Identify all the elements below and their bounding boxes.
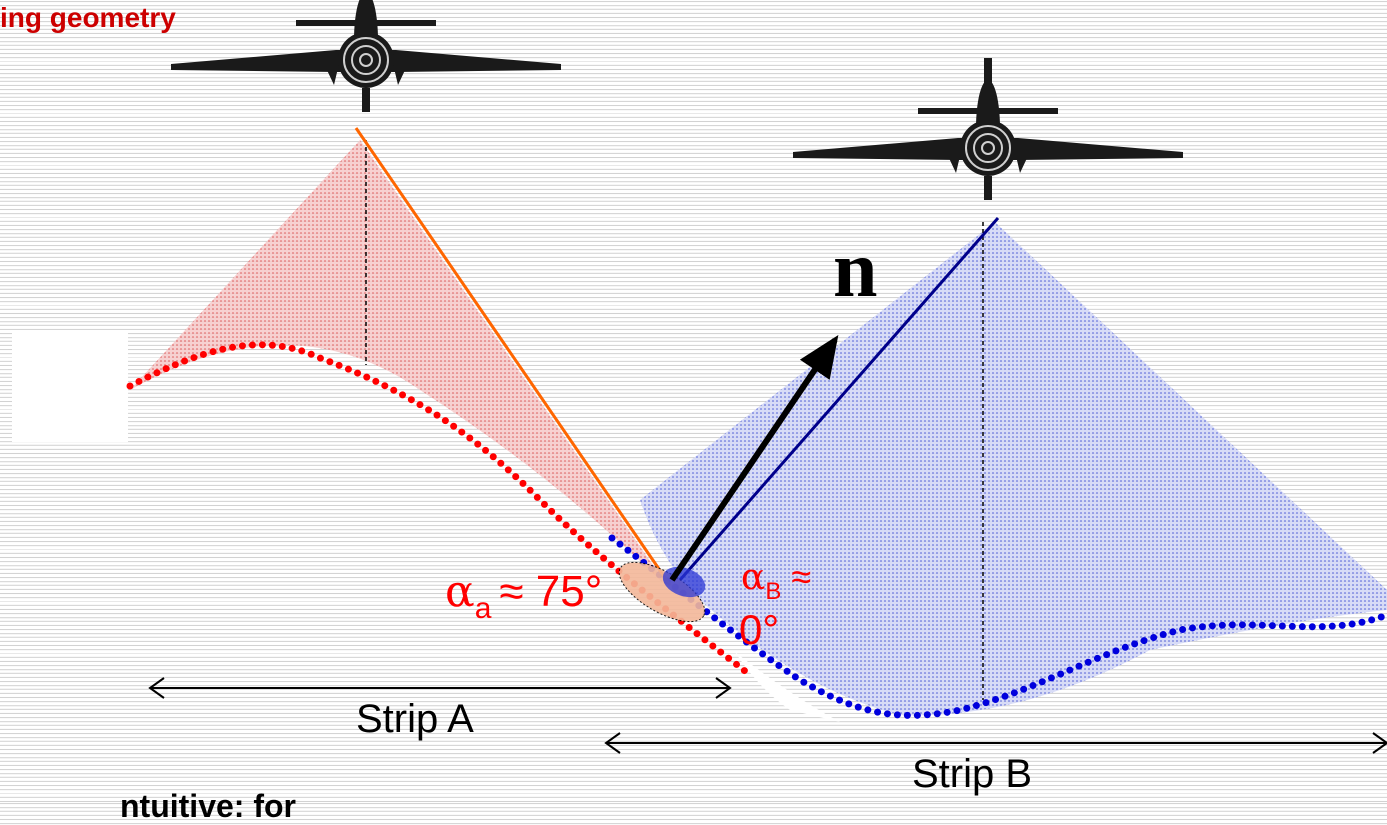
strip-a-extent-arrow bbox=[148, 677, 732, 699]
alpha-symbol: α bbox=[741, 557, 766, 598]
blank-panel bbox=[12, 332, 128, 442]
slide-title: ing geometry bbox=[0, 2, 176, 33]
angle-value: 75° bbox=[535, 567, 603, 616]
alpha-subscript: a bbox=[474, 592, 492, 625]
normal-vector-label: n bbox=[833, 226, 878, 314]
laser-ray-strip-a bbox=[354, 127, 672, 586]
footprint-strip-a bbox=[618, 561, 706, 623]
approx-symbol: ≈ bbox=[791, 556, 812, 597]
scanning-geometry-diagram bbox=[126, 0, 1387, 754]
alpha-symbol: α bbox=[445, 566, 475, 617]
airplane-strip-b-icon bbox=[792, 57, 1184, 201]
strip-b-label: Strip B bbox=[912, 752, 1033, 796]
terrain-shadow bbox=[735, 652, 840, 722]
terrain-profile-strip-b bbox=[608, 534, 1387, 719]
incidence-angle-strip-b-value: 0° bbox=[739, 606, 780, 653]
strip-b-extent-arrow bbox=[604, 732, 1387, 754]
incidence-angle-strip-b: αB ≈ bbox=[741, 556, 812, 605]
airplane-strip-a-icon bbox=[170, 0, 562, 113]
strip-a-coverage-cone bbox=[130, 140, 670, 590]
strip-a-label: Strip A bbox=[356, 697, 474, 741]
strip-b-coverage-cone bbox=[640, 222, 1387, 716]
alpha-subscript: B bbox=[765, 578, 782, 605]
surface-normal-arrow bbox=[669, 335, 839, 582]
incidence-angle-strip-a: αa≈ 75° bbox=[445, 566, 603, 625]
bottom-caption: ntuitive: for bbox=[120, 788, 296, 824]
laser-ray-strip-b bbox=[678, 217, 1000, 581]
approx-symbol: ≈ bbox=[499, 567, 524, 616]
